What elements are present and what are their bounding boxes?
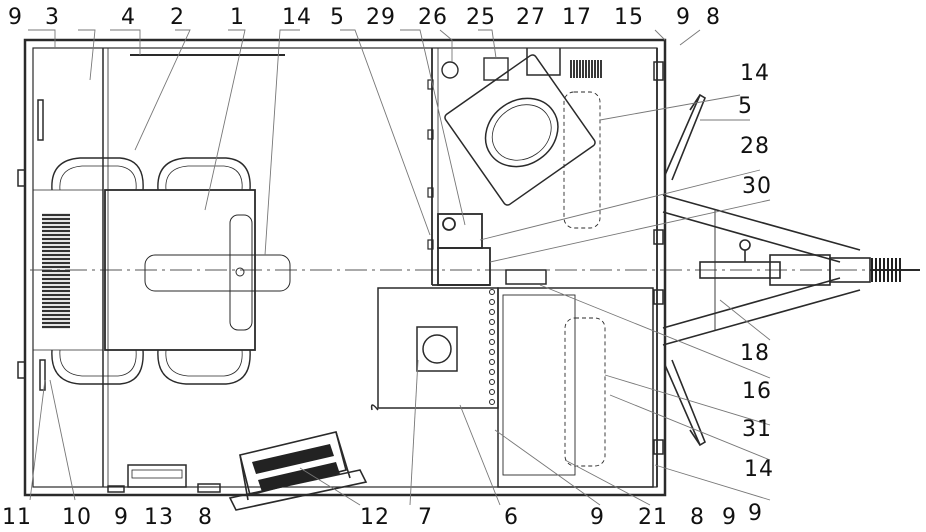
seat-bottom-right — [157, 349, 251, 385]
callout-label: 14 — [744, 457, 774, 482]
vent-slats — [570, 60, 602, 78]
callout-label: 9 — [676, 5, 691, 30]
callout-label: 5 — [330, 5, 345, 30]
callout-label: 6 — [504, 505, 519, 530]
bolt-hole — [489, 319, 495, 325]
callout-label: 4 — [121, 5, 136, 30]
bolt-hole — [489, 289, 495, 295]
callout-label: 5 — [738, 94, 753, 119]
bolt-hole — [489, 379, 495, 385]
seat-bottom-left — [51, 349, 144, 385]
pole-bolts — [489, 289, 495, 405]
dining-table — [104, 189, 256, 351]
callout-label: 11 — [2, 505, 32, 530]
callout-label: 9 — [8, 5, 23, 30]
callout-label: 30 — [742, 174, 772, 199]
dining-partitions — [33, 48, 109, 487]
callout-label: 9 — [590, 505, 605, 530]
front-wall-clips — [653, 61, 664, 455]
shower-tray — [444, 54, 596, 206]
bolt-hole — [489, 329, 495, 335]
left-wall-fittings — [17, 99, 46, 391]
callout-label: 9 — [114, 505, 129, 530]
bolt-hole — [489, 309, 495, 315]
washroom — [431, 48, 491, 286]
kitchen-unit — [370, 287, 499, 411]
labels-bottom: 11 10 9 13 8 12 7 6 9 21 8 9 — [2, 505, 737, 530]
callout-label: 7 — [418, 505, 433, 530]
callout-label: 14 — [740, 61, 770, 86]
seat-top-left — [51, 157, 144, 191]
bolt-hole — [489, 349, 495, 355]
leader-lines — [28, 29, 771, 506]
callout-label: 3 — [45, 5, 60, 30]
labels-right: 14 5 28 30 18 16 31 14 9 — [738, 61, 774, 526]
bracket-top — [526, 48, 561, 76]
callout-label: 8 — [198, 505, 213, 530]
callout-label: 15 — [614, 5, 644, 30]
bottom-wall-fittings — [107, 464, 221, 493]
callout-label: 9 — [722, 505, 737, 530]
callout-label: 8 — [706, 5, 721, 30]
drawbar — [662, 194, 861, 346]
bolt-hole — [489, 359, 495, 365]
upper-rod — [563, 91, 601, 229]
callout-label: 1 — [230, 5, 245, 30]
bolt-hole — [489, 369, 495, 375]
bolt-hole — [489, 389, 495, 395]
callout-label: 13 — [144, 505, 174, 530]
bed-area — [497, 269, 654, 488]
callout-label: 17 — [562, 5, 592, 30]
bolt-hole — [489, 399, 495, 405]
jockey-wheel-arms — [664, 93, 706, 447]
bolt-hole — [489, 339, 495, 345]
callout-label: 29 — [366, 5, 396, 30]
callout-label: 25 — [466, 5, 496, 30]
callout-label: 2 — [170, 5, 185, 30]
table-extension — [144, 214, 291, 331]
callout-label: 27 — [516, 5, 546, 30]
seat-top-right — [157, 157, 251, 191]
spring-coil — [871, 258, 901, 282]
callout-label: 28 — [740, 134, 770, 159]
step-treads — [252, 444, 340, 492]
labels-top: 9 3 4 2 1 14 5 29 26 25 27 17 15 9 8 — [8, 5, 721, 30]
callout-label: 26 — [418, 5, 448, 30]
callout-label: 12 — [360, 505, 390, 530]
callout-label: 9 — [748, 501, 763, 526]
callout-label: 31 — [742, 417, 772, 442]
outer-walls — [23, 38, 667, 497]
bolt-hole — [489, 299, 495, 305]
heater-grille — [42, 213, 70, 329]
callout-label: 18 — [740, 341, 770, 366]
callout-label: 14 — [282, 5, 312, 30]
callout-label: 10 — [62, 505, 92, 530]
callout-label: 16 — [742, 379, 772, 404]
callout-label: 21 — [638, 505, 668, 530]
callout-label: 8 — [690, 505, 705, 530]
